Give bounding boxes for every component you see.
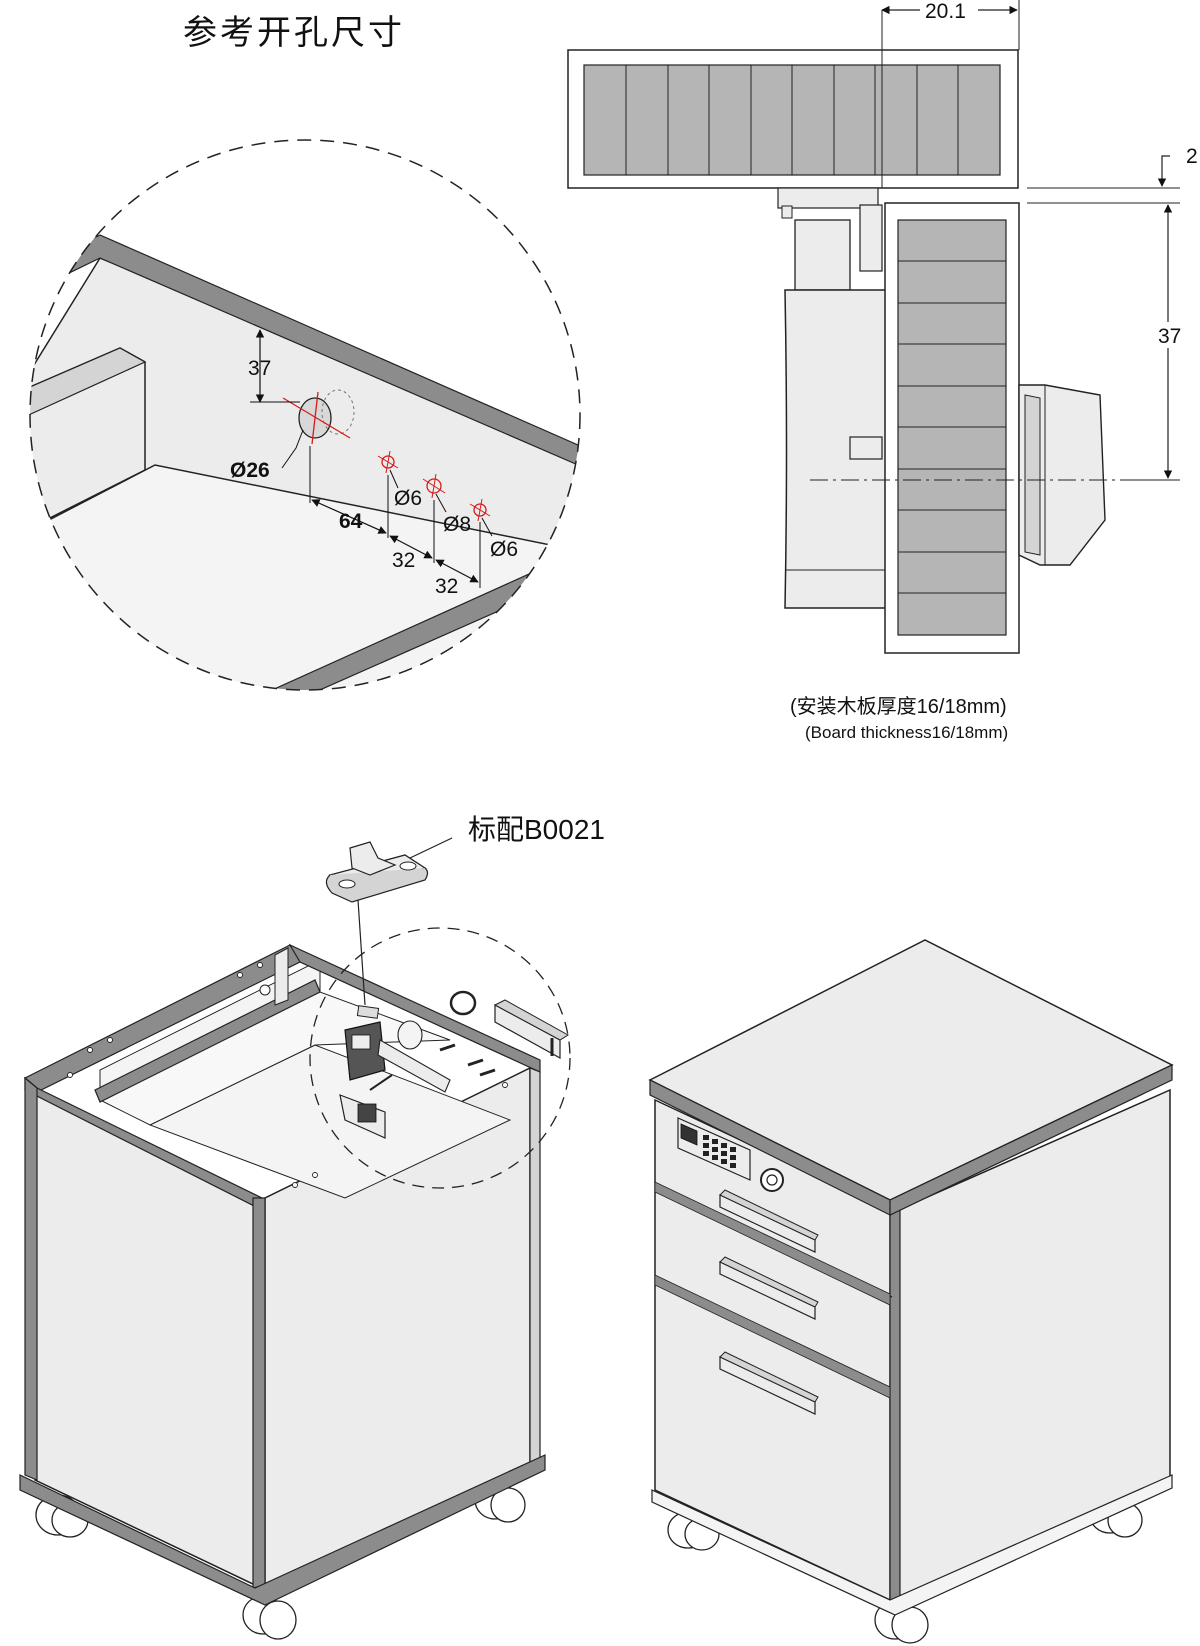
hole-1-label: Ø6 bbox=[394, 487, 422, 510]
offset-right-label: 2 bbox=[1186, 145, 1198, 168]
hole-2-label: Ø8 bbox=[443, 513, 471, 536]
height-label: 37 bbox=[1158, 325, 1181, 348]
caption-cn: (安装木板厚度16/18mm) bbox=[790, 695, 1007, 718]
lock-parts-exploded bbox=[339, 990, 569, 1139]
drawer-handle-2 bbox=[719, 1256, 819, 1320]
spacing-c-label: 32 bbox=[435, 575, 458, 598]
spacing-b-label: 32 bbox=[392, 549, 415, 572]
drawer-handle-3 bbox=[719, 1351, 819, 1415]
hole-reference-title: 参考开孔尺寸 bbox=[183, 14, 405, 52]
latch-part-b0021 bbox=[325, 841, 429, 903]
hole-detail-view: 37 Ø26 64 32 32 Ø6 Ø8 Ø6 bbox=[29, 139, 581, 691]
part-label: 标配B0021 bbox=[468, 814, 605, 845]
distance-top-label: 37 bbox=[248, 357, 271, 380]
hole-3-label: Ø6 bbox=[490, 538, 518, 561]
main-hole-label: Ø26 bbox=[230, 459, 270, 482]
section-view: 20.1 2 37 (安装木板厚度16/18mm) (Board thickne… bbox=[567, 0, 1198, 742]
offset-top-label: 20.1 bbox=[925, 0, 966, 23]
small-hole-3 bbox=[469, 498, 491, 522]
caption-en: (Board thickness16/18mm) bbox=[805, 723, 1008, 742]
spacing-a-label: 64 bbox=[339, 510, 363, 533]
electronic-keypad bbox=[677, 1117, 784, 1192]
small-hole-1 bbox=[377, 450, 399, 474]
small-hole-2 bbox=[422, 473, 446, 499]
closed-cabinet bbox=[648, 939, 1174, 1644]
drawer-handle-1 bbox=[719, 1189, 819, 1253]
open-cabinet-assembly: 标配B0021 bbox=[19, 814, 605, 1640]
caster-back bbox=[242, 1595, 297, 1640]
